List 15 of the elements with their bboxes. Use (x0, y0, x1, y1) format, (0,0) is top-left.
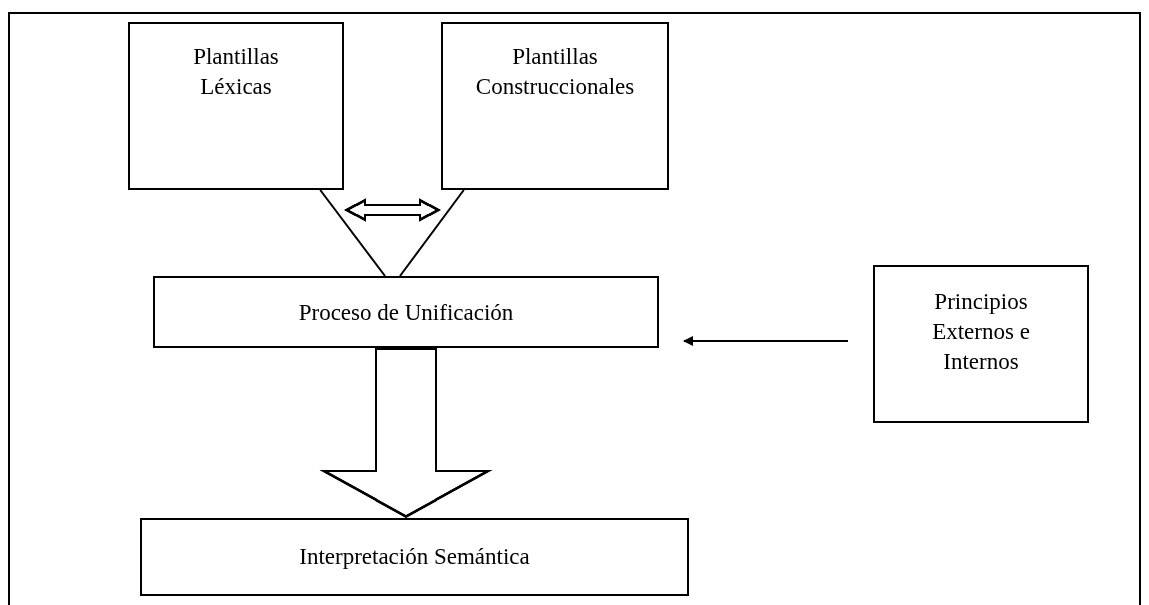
connector-line (319, 189, 386, 277)
node-label: Plantillas Construccionales (474, 43, 636, 101)
process-box (441, 22, 669, 190)
process-box (873, 265, 1089, 423)
process-box (128, 22, 344, 190)
connector-line (399, 189, 465, 277)
arrow (683, 336, 849, 346)
block-arrow (319, 348, 493, 518)
process-box (153, 276, 659, 348)
double-block-arrow (344, 198, 441, 222)
node-label: Principios Externos e Internos (931, 288, 1031, 376)
node-label: Proceso de Unificación (298, 299, 514, 327)
node-label: Interpretación Semántica (299, 543, 530, 571)
process-box (140, 518, 689, 596)
node-label: Plantillas Léxicas (192, 43, 280, 101)
